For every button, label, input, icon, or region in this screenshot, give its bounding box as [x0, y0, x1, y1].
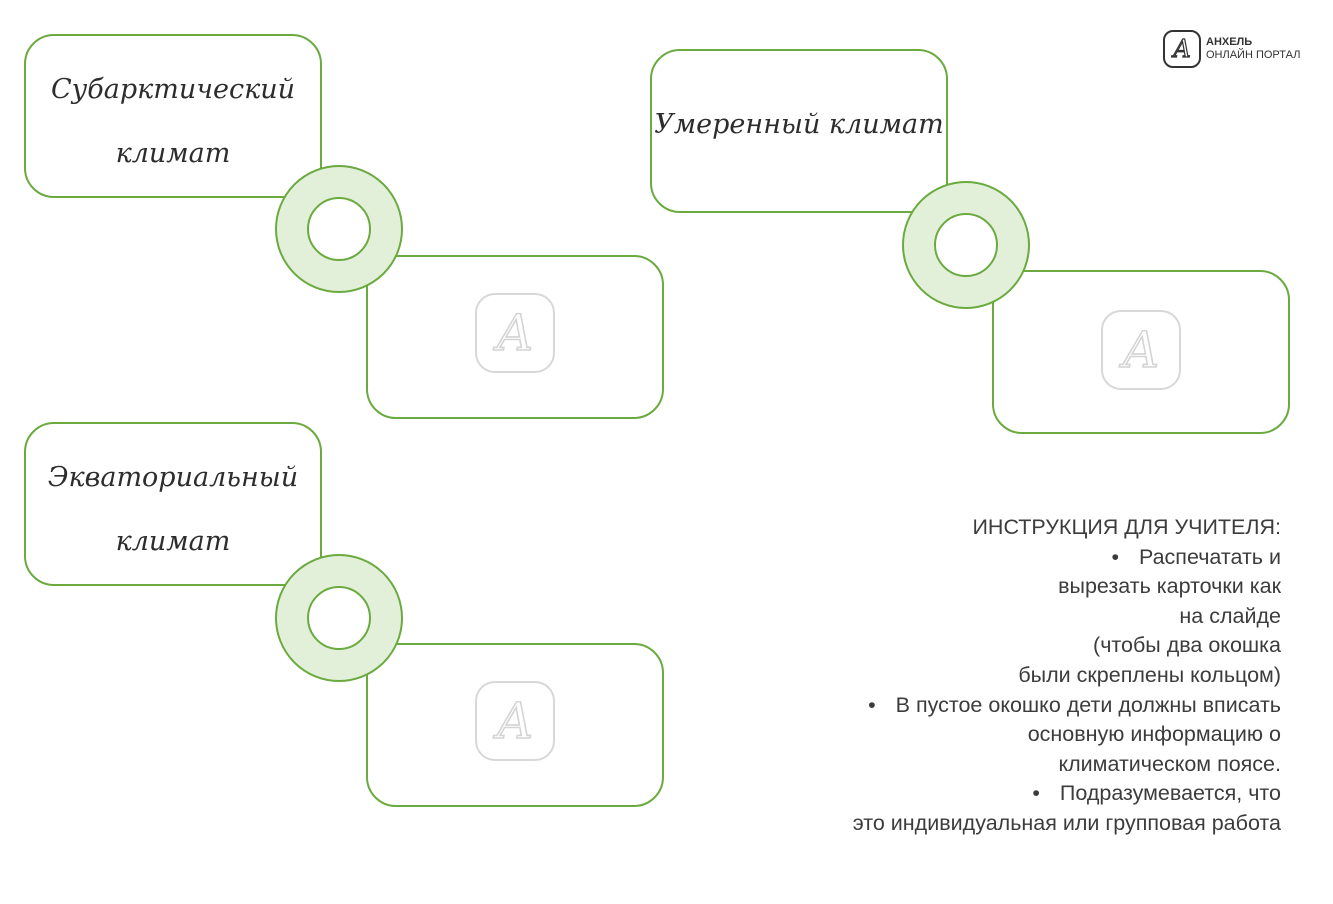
card-title: Экваториальный климат	[47, 462, 299, 557]
a-watermark-icon: A	[1101, 310, 1181, 390]
ring-connector	[275, 554, 403, 682]
instructions-line: на слайде	[1179, 603, 1281, 628]
ring-hole	[307, 586, 371, 650]
brand-logo: A АНХЕЛЬ ОНЛАЙН ПОРТАЛ	[1163, 30, 1300, 68]
a-watermark-icon: A	[475, 293, 555, 373]
instructions-heading: ИНСТРУКЦИЯ ДЛЯ УЧИТЕЛЯ:	[972, 515, 1281, 539]
card-title: Умеренный климат	[654, 109, 944, 140]
card-title: Субарктический климат	[50, 74, 296, 169]
a-watermark-icon: A	[475, 681, 555, 761]
instructions-line: вырезать карточки как	[1058, 574, 1281, 599]
ring-connector	[902, 181, 1030, 309]
bullet-icon: •	[1111, 544, 1119, 569]
ring-connector	[275, 165, 403, 293]
a-logo-icon: A	[1163, 30, 1201, 68]
instructions-line: были скреплены кольцом)	[1018, 662, 1281, 687]
brand-name: АНХЕЛЬ	[1206, 36, 1253, 48]
instructions-line: •Распечатать и	[853, 543, 1281, 573]
card-temperate-title: Умеренный климат	[650, 49, 948, 213]
brand-subtitle: ОНЛАЙН ПОРТАЛ	[1206, 49, 1301, 61]
brand-text: АНХЕЛЬ ОНЛАЙН ПОРТАЛ	[1206, 36, 1300, 62]
teacher-instructions: ИНСТРУКЦИЯ ДЛЯ УЧИТЕЛЯ: •Распечатать и в…	[853, 513, 1281, 839]
instructions-line: климатическом поясе.	[1058, 751, 1281, 776]
ring-hole	[934, 213, 998, 277]
instructions-line: •Подразумевается, что	[853, 779, 1281, 809]
card-equatorial-title: Экваториальный климат	[24, 422, 322, 586]
instructions-line: это индивидуальная или групповая работа	[852, 810, 1281, 835]
instructions-line: (чтобы два окошка	[1093, 633, 1281, 658]
instructions-line: основную информацию о	[1027, 722, 1281, 747]
ring-hole	[307, 197, 371, 261]
card-equatorial-blank: A	[366, 643, 664, 807]
instructions-line: •В пустое окошко дети должны вписать	[853, 691, 1281, 721]
bullet-icon: •	[1032, 781, 1040, 806]
card-subarctic-blank: A	[366, 255, 664, 419]
card-subarctic-title: Субарктический климат	[24, 34, 322, 198]
card-temperate-blank: A	[992, 270, 1290, 434]
bullet-icon: •	[868, 692, 876, 717]
